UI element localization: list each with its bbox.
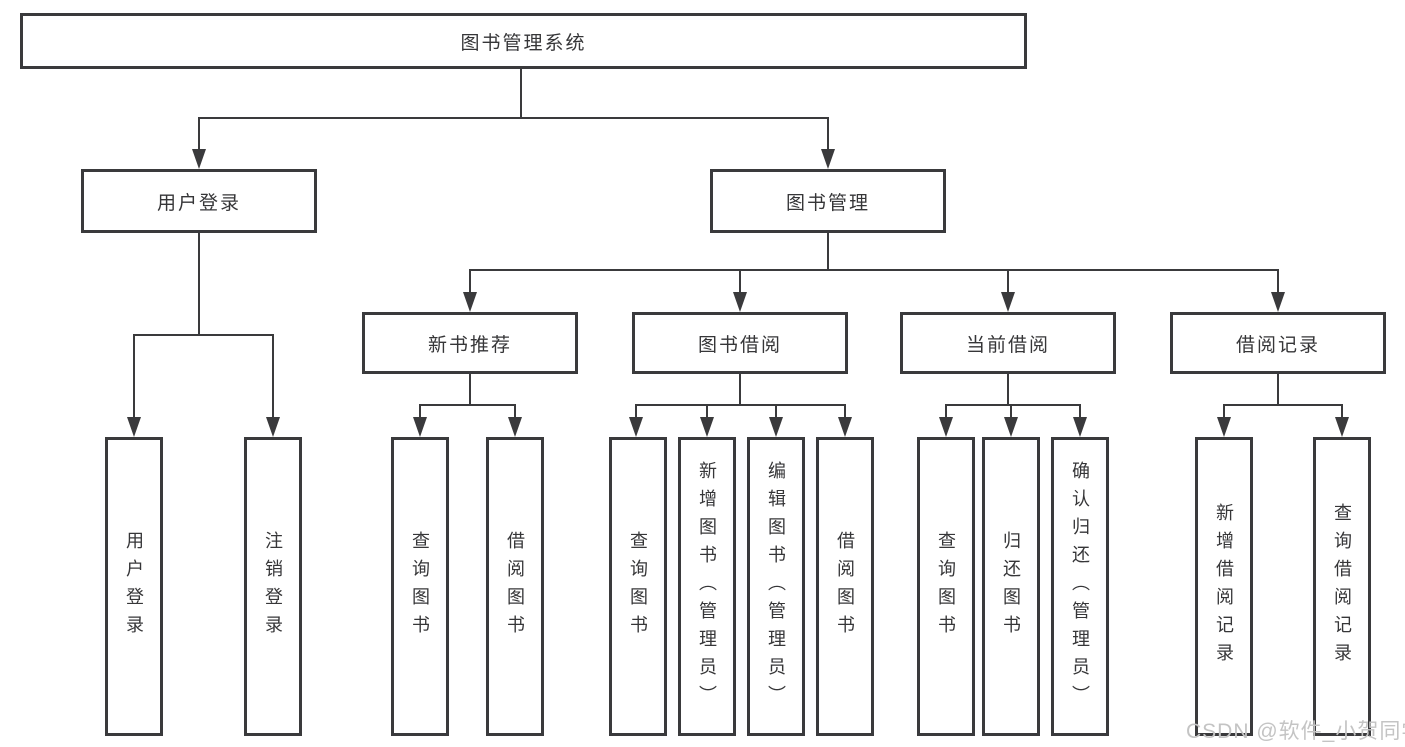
arrow-down-icon xyxy=(821,149,835,169)
connector-cb-branch xyxy=(945,404,1081,406)
connector-leaf-drop xyxy=(1010,404,1012,418)
csdn-watermark: CSDN @软件_小贺同学 xyxy=(1186,720,1405,743)
connector-leaf-drop xyxy=(635,404,637,418)
connector-bb-stem xyxy=(739,373,741,405)
leaf-rec-query-book: 查询图书 xyxy=(391,437,449,736)
node-book-borrow: 图书借阅 xyxy=(632,312,848,374)
connector-leaf-drop xyxy=(844,404,846,418)
arrow-down-icon xyxy=(769,417,783,437)
connector-leaf-drop xyxy=(272,334,274,418)
leaf-cb-return-book: 归还图书 xyxy=(982,437,1040,736)
arrow-down-icon xyxy=(733,292,747,312)
node-root: 图书管理系统 xyxy=(20,13,1027,69)
arrow-down-icon xyxy=(1217,417,1231,437)
connector-leaf-drop xyxy=(514,404,516,418)
connector-br-stem xyxy=(1277,373,1279,405)
connector-leaf-drop xyxy=(133,334,135,418)
connector-leaf-drop xyxy=(706,404,708,418)
arrow-down-icon xyxy=(700,417,714,437)
leaf-user-login: 用户登录 xyxy=(105,437,163,736)
leaf-br-query-record: 查询借阅记录 xyxy=(1313,437,1371,736)
connector-level3-drop xyxy=(739,269,741,292)
connector-br-branch xyxy=(1223,404,1343,406)
leaf-cb-query-book: 查询图书 xyxy=(917,437,975,736)
arrow-down-icon xyxy=(1004,417,1018,437)
connector-rec-branch xyxy=(419,404,516,406)
leaf-bb-query-book: 查询图书 xyxy=(609,437,667,736)
arrow-down-icon xyxy=(1271,292,1285,312)
connector-leaf-drop xyxy=(1341,404,1343,418)
arrow-down-icon xyxy=(463,292,477,312)
connector-level3-drop xyxy=(1007,269,1009,292)
arrow-down-icon xyxy=(192,149,206,169)
node-new-book-recommend: 新书推荐 xyxy=(362,312,578,374)
arrow-down-icon xyxy=(1335,417,1349,437)
connector-root-stem xyxy=(520,68,522,118)
arrow-down-icon xyxy=(1001,292,1015,312)
arrow-down-icon xyxy=(266,417,280,437)
connector-leaf-drop xyxy=(775,404,777,418)
connector-leaf-drop xyxy=(1223,404,1225,418)
leaf-logout: 注销登录 xyxy=(244,437,302,736)
connector-user-login-stem xyxy=(198,233,200,335)
connector-bb-branch xyxy=(635,404,846,406)
arrow-down-icon xyxy=(1073,417,1087,437)
connector-leaf-drop xyxy=(419,404,421,418)
node-borrow-record: 借阅记录 xyxy=(1170,312,1386,374)
connector-user-login-branch xyxy=(133,334,274,336)
arrow-down-icon xyxy=(629,417,643,437)
arrow-down-icon xyxy=(127,417,141,437)
arrow-down-icon xyxy=(413,417,427,437)
leaf-rec-borrow-book: 借阅图书 xyxy=(486,437,544,736)
connector-cb-stem xyxy=(1007,373,1009,405)
connector-user-login-drop xyxy=(198,117,200,150)
arrow-down-icon xyxy=(838,417,852,437)
connector-level3-branch xyxy=(469,269,1279,271)
leaf-bb-borrow-book: 借阅图书 xyxy=(816,437,874,736)
connector-book-mgmt-stem xyxy=(827,233,829,271)
leaf-bb-add-book: 新增图书（管理员） xyxy=(678,437,736,736)
connector-leaf-drop xyxy=(1079,404,1081,418)
node-current-borrow: 当前借阅 xyxy=(900,312,1116,374)
node-book-management: 图书管理 xyxy=(710,169,946,233)
leaf-cb-confirm-return: 确认归还（管理员） xyxy=(1051,437,1109,736)
leaf-bb-edit-book: 编辑图书（管理员） xyxy=(747,437,805,736)
connector-level3-drop xyxy=(469,269,471,292)
arrow-down-icon xyxy=(939,417,953,437)
connector-book-mgmt-drop xyxy=(827,117,829,150)
leaf-br-add-record: 新增借阅记录 xyxy=(1195,437,1253,736)
connector-level2-branch xyxy=(198,117,829,119)
node-user-login: 用户登录 xyxy=(81,169,317,233)
arrow-down-icon xyxy=(508,417,522,437)
connector-leaf-drop xyxy=(945,404,947,418)
connector-level3-drop xyxy=(1277,269,1279,292)
connector-rec-stem xyxy=(469,373,471,405)
